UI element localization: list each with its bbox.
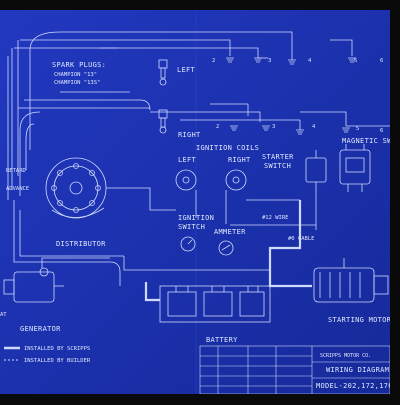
generator-icon [3, 257, 110, 303]
wire-12-label: #12 WIRE [262, 215, 289, 221]
ignition-switch-icon [180, 236, 196, 252]
cyl-number: 6 [380, 128, 383, 134]
cyl-number: 4 [312, 124, 316, 130]
spark-plug-right-icon [158, 109, 168, 134]
starting-motor-icon [313, 258, 389, 303]
starter-switch-icon [305, 150, 327, 230]
at-label: AT [0, 312, 7, 318]
cyl-number: 5 [356, 126, 359, 132]
distributor-label: DISTRIBUTOR [56, 240, 106, 248]
installation-legend: INSTALLED BY SCRIPPS INSTALLED BY BUILDE… [4, 346, 91, 364]
cyl-number: 3 [272, 124, 275, 130]
retard-label: RETARD [6, 168, 26, 174]
company-name: SCRIPPS MOTOR CO. [320, 353, 371, 359]
generator-label: GENERATOR [20, 325, 61, 333]
champion-13-label: CHAMPION "13" [54, 72, 97, 78]
cyl-number: 6 [380, 58, 383, 64]
ignition-switch-label-1: IGNITION [178, 214, 214, 222]
installed-scripps-label: INSTALLED BY SCRIPPS [24, 346, 90, 352]
cable-0-heavy [144, 200, 312, 302]
cylinder-numbers-top: 2 3 4 5 6 [212, 58, 383, 64]
middle-harness [18, 91, 392, 196]
ammeter-icon [218, 240, 234, 256]
battery-label: BATTERY [206, 336, 238, 344]
cyl-number: 4 [308, 58, 312, 64]
battery-icon [159, 285, 271, 323]
cylinder-numbers-bottom: 2 3 4 5 6 [216, 124, 383, 134]
ground-symbols-middle [230, 125, 350, 135]
ignition-switch-label-2: SWITCH [178, 223, 205, 231]
coil-right-label: RIGHT [228, 156, 251, 164]
cyl-number: 5 [354, 58, 357, 64]
spark-plug-left-icon [158, 59, 168, 86]
spark-plugs-title: SPARK PLUGS: [52, 61, 106, 69]
ignition-coil-right-icon [225, 169, 247, 191]
starter-switch-label-2: SWITCH [264, 162, 291, 170]
coil-left-label: LEFT [178, 156, 197, 164]
ignition-coils-label: IGNITION COILS [196, 144, 259, 152]
model-numbers: MODEL-202,172,170,162,16 [316, 382, 400, 390]
installed-builder-label: INSTALLED BY BUILDER [24, 358, 91, 364]
starter-switch-label-1: STARTER [262, 153, 294, 161]
magnetic-switch-icon [339, 144, 371, 192]
cyl-number: 2 [212, 58, 215, 64]
advance-label: ADVANCE [6, 186, 29, 192]
ignition-coil-left-icon [175, 169, 197, 191]
spark-plugs-legend: SPARK PLUGS: CHAMPION "13" CHAMPION "13S… [52, 61, 106, 86]
blueprint-paper [0, 10, 390, 394]
cable-0-label: #0 CABLE [288, 236, 315, 242]
starting-motor-label: STARTING MOTOR [328, 316, 392, 324]
ground-symbols-top [226, 57, 356, 65]
ammeter-label: AMMETER [214, 228, 246, 236]
magnetic-switch-label: MAGNETIC SWI [342, 137, 396, 145]
left-plug-label: LEFT [177, 66, 196, 74]
right-plug-label: RIGHT [178, 131, 201, 139]
champion-13s-label: CHAMPION "13S" [54, 80, 100, 86]
ignition-coils-labels: IGNITION COILS LEFT RIGHT [178, 144, 259, 164]
drawing-title: WIRING DIAGRAM [326, 366, 389, 374]
cyl-number: 3 [268, 58, 271, 64]
cyl-number: 2 [216, 124, 219, 130]
